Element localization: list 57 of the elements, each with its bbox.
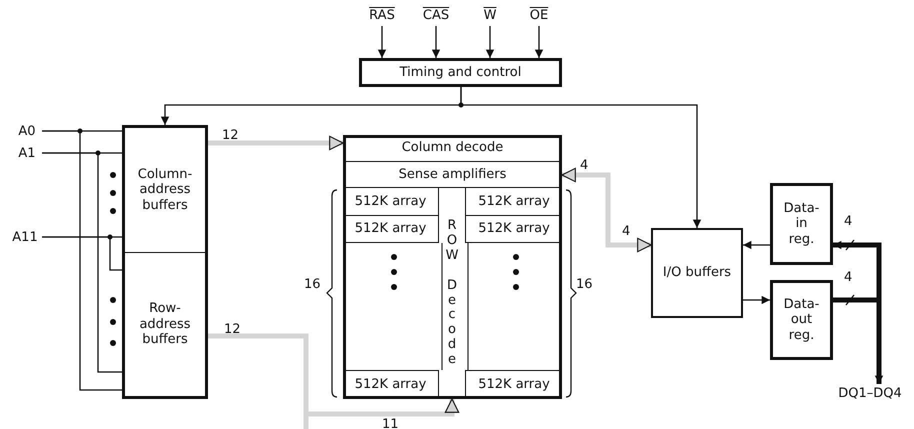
block-box — [465, 216, 562, 243]
block-label: 512K array — [354, 221, 426, 237]
connector — [42, 130, 122, 391]
connector — [42, 236, 122, 271]
block-box — [465, 188, 562, 216]
block-label: Timing and control — [400, 64, 522, 80]
block-box — [122, 253, 208, 399]
block-label: 512K array — [354, 194, 426, 210]
block-label: 512K array — [354, 377, 426, 393]
connector — [743, 296, 770, 304]
block-box — [770, 183, 833, 265]
block-label: I/O buffers — [662, 265, 732, 281]
bus-width-label: 4 — [843, 214, 854, 229]
block-label: 512K array — [478, 221, 550, 237]
connector — [743, 240, 770, 250]
pin-name: A0 — [18, 124, 36, 140]
block-label: Column-address buffers — [136, 166, 194, 214]
edge-label: 11 — [381, 417, 400, 429]
block-label: 512K array — [478, 377, 550, 393]
connector — [378, 26, 386, 58]
block-label: Column decode — [402, 140, 504, 156]
block-label: Data-in reg. — [782, 200, 820, 248]
bus-width-label: 12 — [223, 322, 242, 337]
block-box — [651, 228, 743, 318]
signal-name: W — [484, 8, 496, 24]
memory-array-block — [343, 135, 562, 399]
block-box — [343, 370, 439, 399]
connector — [432, 26, 440, 58]
signal-name: RAS — [369, 8, 395, 24]
connector — [534, 26, 544, 58]
edge-label: 4 — [621, 224, 632, 239]
block-label: 512K array — [478, 194, 550, 210]
signal-name: OE — [530, 8, 548, 24]
block-label: Data-out reg. — [782, 296, 820, 344]
block-box — [343, 216, 439, 243]
pin-name: A11 — [12, 230, 38, 246]
block-label: Sense amplifiers — [398, 166, 506, 182]
vertical-label: ROW Decode — [446, 218, 458, 368]
bus-width-label: 4 — [579, 158, 590, 173]
bus-width-label: 16 — [303, 277, 322, 292]
block-box — [359, 58, 562, 87]
pin-name: DQ1–DQ4 — [838, 386, 902, 402]
pin-name: A1 — [18, 146, 36, 162]
block-box — [343, 188, 439, 216]
connector — [42, 152, 122, 373]
edge-label: 12 — [221, 128, 240, 143]
bus-width-label: 4 — [843, 270, 854, 285]
block-label: Row-address buffers — [138, 301, 192, 348]
bus-arrow — [561, 168, 652, 252]
connector — [486, 26, 494, 58]
block-box — [465, 370, 562, 399]
bus-arrow — [208, 136, 344, 150]
bus-width-label: 16 — [575, 277, 594, 292]
signal-name: CAS — [422, 8, 450, 24]
block-box — [770, 280, 833, 360]
connector — [460, 87, 702, 228]
block-box — [122, 125, 208, 253]
